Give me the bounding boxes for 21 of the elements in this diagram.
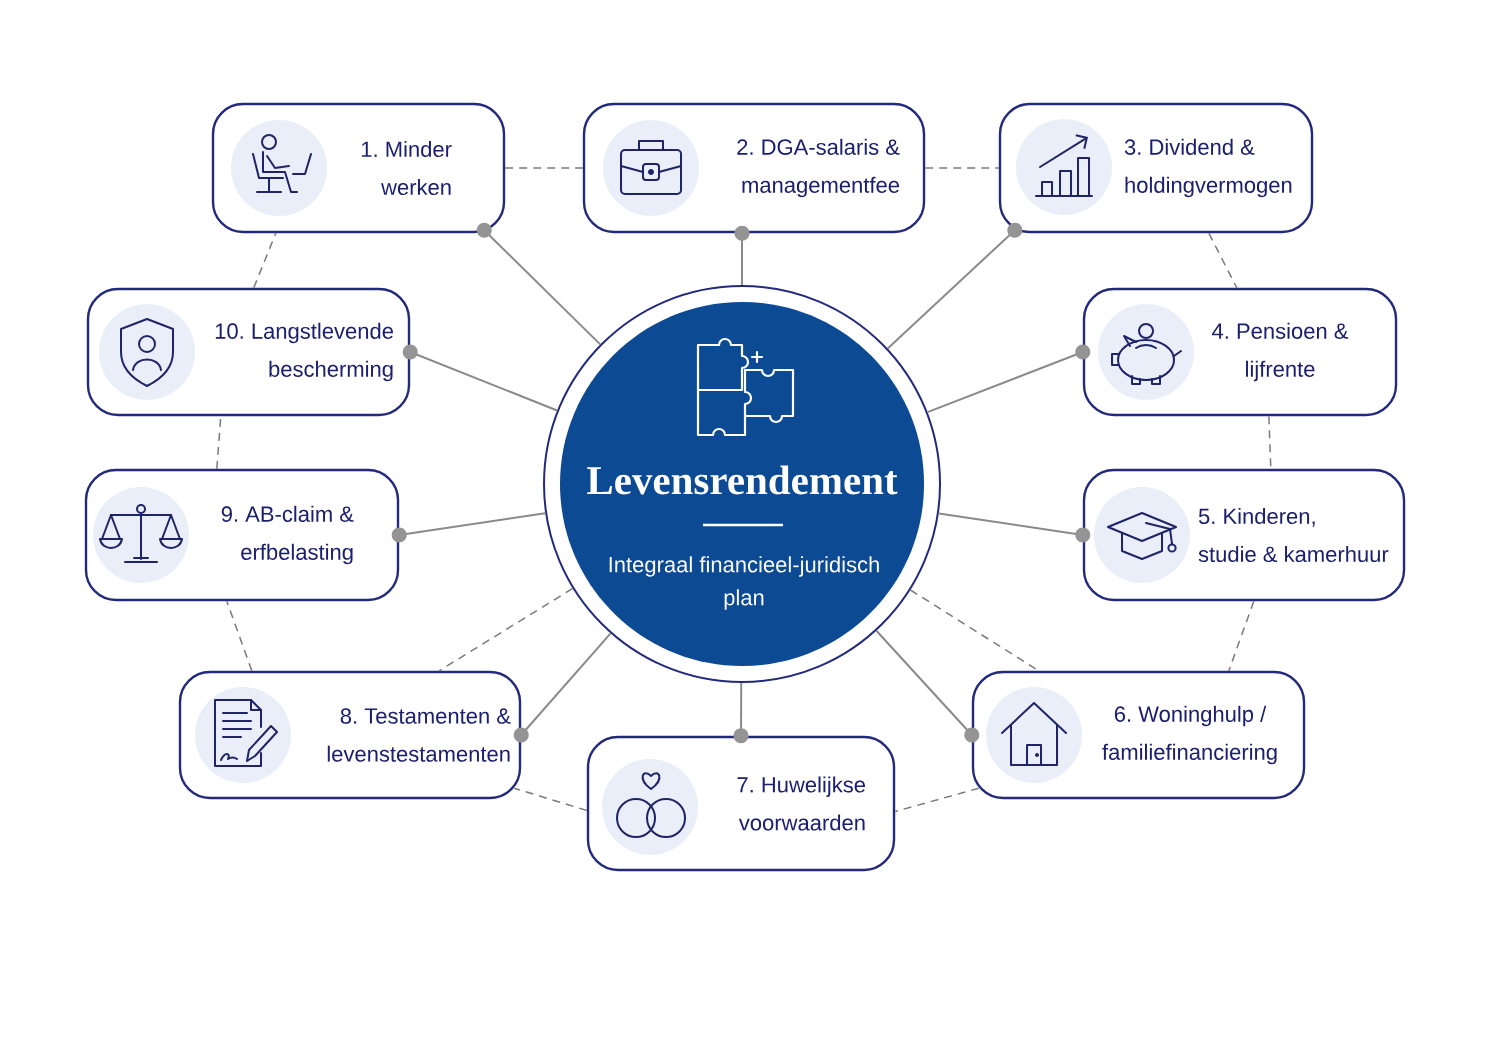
connector-line — [886, 222, 1023, 350]
dashed-line — [253, 232, 277, 289]
dashed-line — [504, 167, 584, 169]
connector-line — [734, 225, 750, 286]
connector-line — [733, 682, 749, 744]
dashed-line — [438, 587, 574, 672]
dashed-line — [1208, 232, 1238, 289]
connector-line — [875, 629, 980, 743]
connector-line — [926, 344, 1091, 414]
connector-line — [937, 512, 1091, 543]
dashed-line — [1228, 600, 1255, 672]
dashed-line — [894, 787, 980, 813]
dashed-line — [226, 600, 253, 672]
hub-title: Levensrendement — [587, 465, 898, 495]
connector-line — [402, 344, 559, 412]
dashed-line — [924, 167, 1000, 169]
connector-line — [476, 222, 602, 346]
hub-subtitle: Integraal financieel-juridisch plan — [609, 556, 879, 610]
dashed-line — [513, 787, 588, 812]
connector-line — [391, 512, 547, 543]
connector-line — [513, 632, 612, 743]
